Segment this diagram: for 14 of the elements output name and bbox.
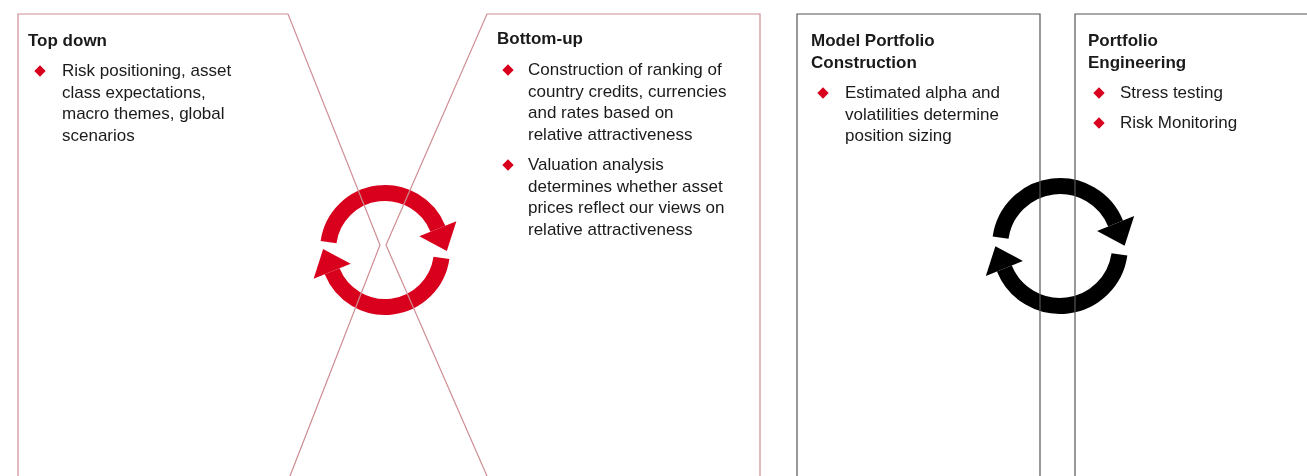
- curved-arrow: [320, 185, 457, 251]
- bullet-text: Estimated alpha and volatilities determine position sizing: [845, 82, 1001, 147]
- panel-heading: Model Portfolio Construction: [811, 30, 936, 74]
- panel-heading: Top down: [28, 30, 108, 52]
- curved-arrow: [992, 178, 1135, 246]
- bullet-text: Risk positioning, asset class expectations, macro themes, global scenarios: [62, 60, 233, 146]
- curved-arrow: [313, 249, 450, 315]
- bullet-text: Risk Monitoring: [1120, 111, 1239, 133]
- bullet-text: Valuation analysis determines whether asset prices reflect our views on relative attractiveness: [528, 154, 726, 240]
- panel-heading: Bottom-up: [497, 28, 584, 50]
- bullet-text: Stress testing: [1120, 82, 1224, 104]
- panel-heading: Portfolio Engineering: [1088, 30, 1188, 74]
- bullet-text: Construction of ranking of country credits, currencies and rates based on relative attractiveness: [528, 59, 728, 145]
- curved-arrow: [985, 246, 1128, 314]
